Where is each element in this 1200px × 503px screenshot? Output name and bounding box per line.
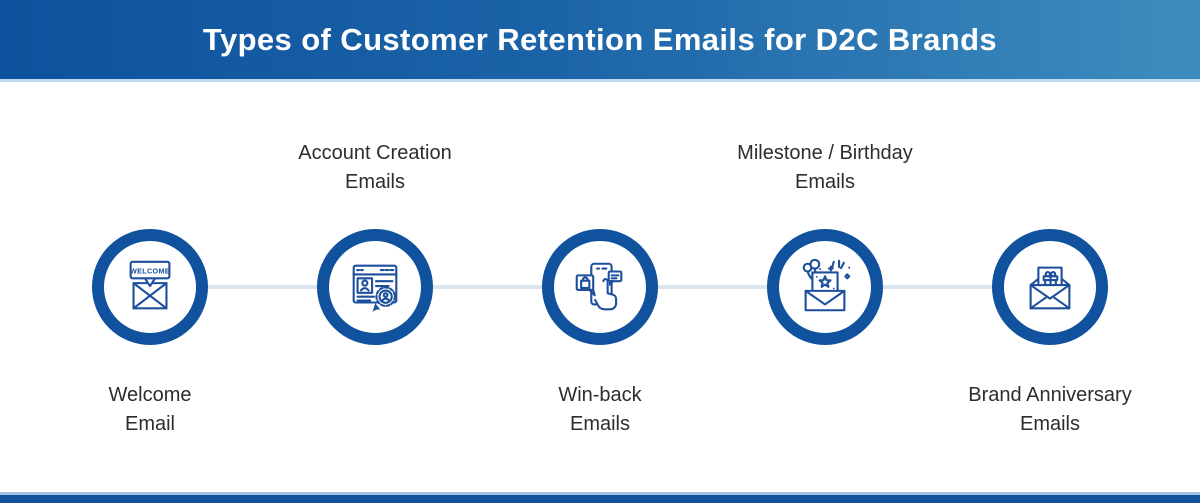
step-circle-account-creation	[317, 229, 433, 345]
label-brand-anniversary-emails: Brand Anniversary Emails	[968, 384, 1132, 435]
step-circle-welcome-email: WELCOME	[92, 229, 208, 345]
welcome-envelope-icon: WELCOME	[119, 256, 181, 318]
page-title: Types of Customer Retention Emails for D…	[202, 21, 998, 57]
celebration-envelope-icon	[794, 256, 856, 318]
phone-winback-icon	[569, 256, 631, 318]
header-band: Types of Customer Retention Emails for D…	[0, 0, 1200, 79]
account-creation-browser-icon	[344, 256, 406, 312]
label-welcome-email: Welcome Email	[108, 384, 192, 435]
footer-bar	[0, 495, 1200, 503]
step-circle-win-back	[542, 229, 658, 345]
label-milestone-birthday-emails: Milestone / Birthday Emails	[737, 142, 913, 193]
step-circle-milestone-birthday	[767, 229, 883, 345]
gift-envelope-icon	[1019, 256, 1081, 318]
step-circle-brand-anniversary	[992, 229, 1108, 345]
footer-accent-rule	[0, 492, 1200, 495]
label-account-creation-emails: Account Creation Emails	[298, 142, 452, 193]
header-accent-rule	[0, 79, 1200, 82]
label-win-back-emails: Win-back Emails	[558, 384, 642, 435]
welcome-icon-text: WELCOME	[130, 266, 170, 275]
